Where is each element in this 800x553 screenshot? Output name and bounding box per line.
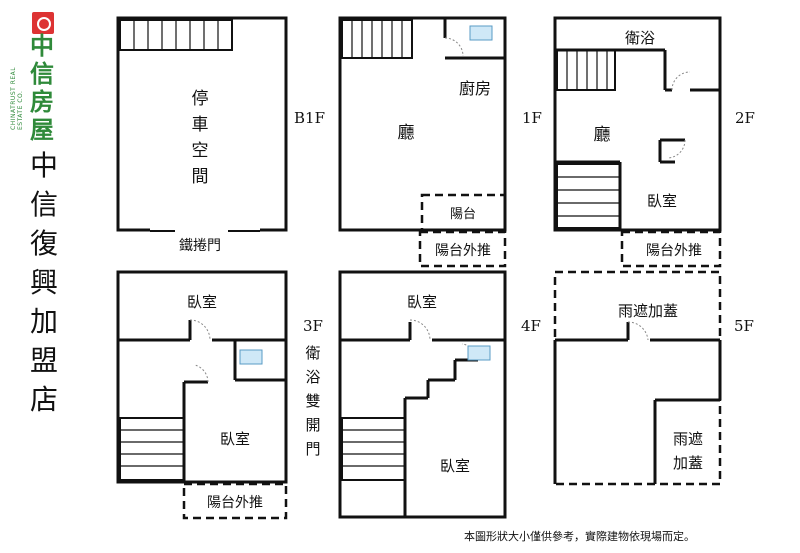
brand-logo: CHINATRUST REAL ESTATE CO. 中信房屋: [10, 10, 92, 144]
f3-note-char-3: 雙: [305, 392, 320, 410]
f2-balcony-ext-label: 陽台外推: [646, 243, 702, 259]
f3-note-char-4: 開: [305, 416, 320, 434]
f3-note-char-5: 門: [305, 440, 320, 458]
b1-parking-char-2: 車: [192, 115, 209, 135]
f4-bedroom-top-label: 臥室: [407, 293, 437, 311]
f1-level-label: 1F: [522, 109, 542, 127]
plan-b1f: [116, 16, 288, 232]
b1-level-label: B1F: [294, 109, 325, 127]
f1-living-label: 廳: [398, 123, 415, 143]
f1-balcony-label: 陽台: [450, 207, 476, 222]
f3-bedroom-bottom-label: 臥室: [220, 430, 250, 448]
f2-bath-label: 衛浴: [625, 29, 655, 47]
plan-1f: [338, 16, 507, 268]
plan-2f: [553, 16, 722, 268]
disclaimer-text: 本圖形狀大小僅供參考，實際建物依現場而定。: [464, 530, 695, 543]
f3-bedroom-top-label: 臥室: [187, 293, 217, 311]
f5-shelter-bottom-line-2: 加蓋: [673, 454, 703, 472]
logo-text: 中信房屋: [30, 31, 54, 144]
logo-mark-icon: [32, 12, 54, 34]
f1-kitchen-label: 廚房: [459, 79, 491, 98]
plan-3f: [116, 270, 288, 520]
f3-balcony-ext-label: 陽台外推: [207, 495, 263, 511]
plan-4f: [338, 270, 507, 519]
f5-shelter-bottom-line-1: 雨遮: [673, 430, 703, 448]
f3-note-char-1: 衛: [305, 344, 320, 362]
b1-parking-char-4: 間: [192, 167, 209, 187]
f2-bedroom-label: 臥室: [647, 192, 677, 210]
b1-parking-char-1: 停: [192, 89, 209, 109]
f3-note-char-2: 浴: [305, 368, 320, 386]
store-name: 中信復興加盟店: [29, 149, 58, 416]
plan-5f: [553, 270, 722, 486]
f1-balcony-ext-label: 陽台外推: [435, 243, 491, 259]
f2-living-label: 廳: [594, 125, 611, 145]
f2-level-label: 2F: [735, 109, 755, 127]
f5-level-label: 5F: [734, 317, 754, 335]
f4-bedroom-bottom-label: 臥室: [440, 457, 470, 475]
b1-gate-label: 鐵捲門: [179, 237, 221, 254]
f5-shelter-top-label: 雨遮加蓋: [618, 302, 678, 320]
f3-level-label: 3F: [303, 317, 323, 335]
f4-level-label: 4F: [521, 317, 541, 335]
b1-parking-char-3: 空: [192, 141, 209, 161]
